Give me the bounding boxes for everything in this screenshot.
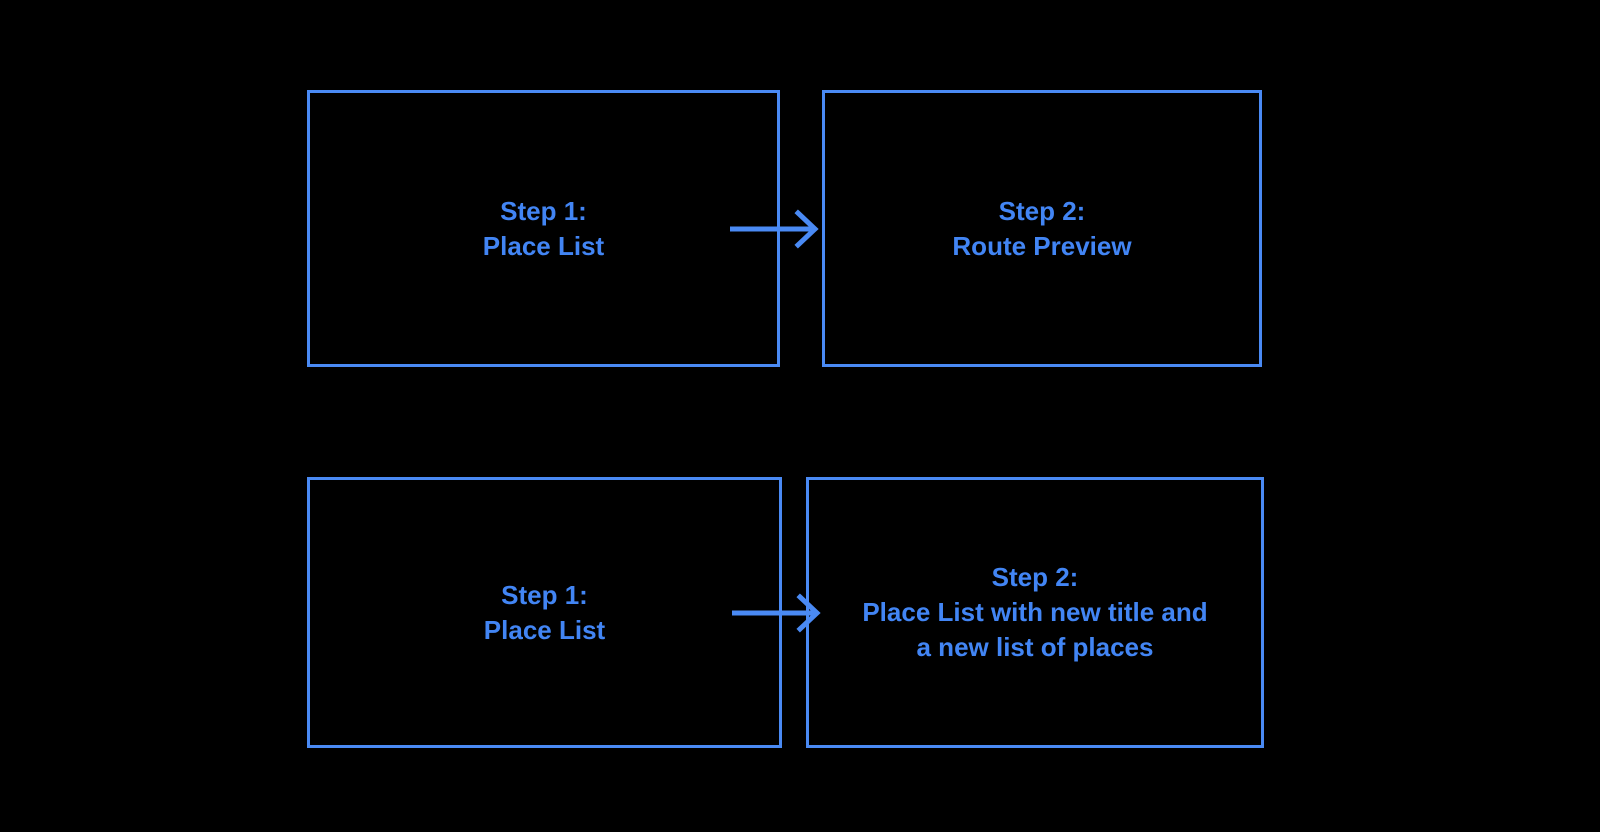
step-node-label: Step 2: Place List with new title and a … [862,562,1208,662]
step-node-label: Step 1: Place List [482,195,605,261]
step-node-label: Step 1: Place List [483,579,606,645]
step-node-step-2-place-list-new[interactable]: Step 2: Place List with new title and a … [806,477,1264,748]
step-node-step-1-place-list[interactable]: Step 1: Place List [307,90,780,367]
arrow-right-icon [730,208,819,249]
arrow-right-icon [732,592,821,633]
arrow-connector-row-1 [732,592,821,633]
arrow-connector-row-0 [730,208,822,249]
flow-row-1: Step 1: Place List Step 2: Place List wi… [307,477,1264,748]
flow-row-0: Step 1: Place List Step 2: Route Preview [307,90,1262,367]
step-node-step-1-place-list-alt[interactable]: Step 1: Place List [307,477,782,748]
step-node-label: Step 2: Route Preview [952,195,1132,261]
step-node-step-2-route-preview[interactable]: Step 2: Route Preview [822,90,1262,367]
